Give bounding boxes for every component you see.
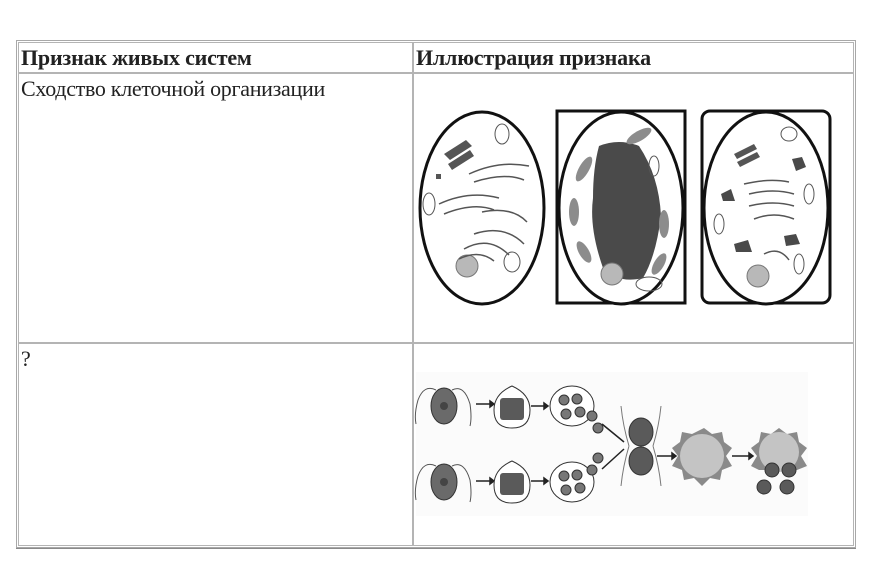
feature-cell: Сходство клеточной организации	[18, 73, 413, 343]
plant-cell-icon	[555, 109, 687, 306]
feature-text: Сходство клеточной организации	[21, 76, 325, 101]
reproduction-cycle-icon	[414, 385, 807, 504]
illustration-cell	[413, 73, 854, 343]
animal-cell-icon	[418, 110, 546, 306]
header-cell-illustration: Иллюстрация признака	[413, 42, 854, 73]
cell-organization-illustration	[418, 109, 832, 306]
reproduction-illustration	[414, 372, 808, 516]
table-row: ?	[17, 343, 855, 546]
header-illustration-label: Иллюстрация признака	[416, 45, 651, 70]
fungal-cell-icon	[700, 109, 832, 306]
feature-text: ?	[21, 346, 31, 371]
table-header-row: Признак живых систем Иллюстрация признак…	[17, 42, 855, 73]
illustration-cell	[413, 343, 854, 546]
data-table: Признак живых систем Иллюстрация признак…	[16, 40, 856, 548]
header-feature-label: Признак живых систем	[21, 45, 252, 70]
header-cell-feature: Признак живых систем	[18, 42, 413, 73]
table-row: Сходство клеточной организации	[17, 73, 855, 343]
feature-cell: ?	[18, 343, 413, 546]
